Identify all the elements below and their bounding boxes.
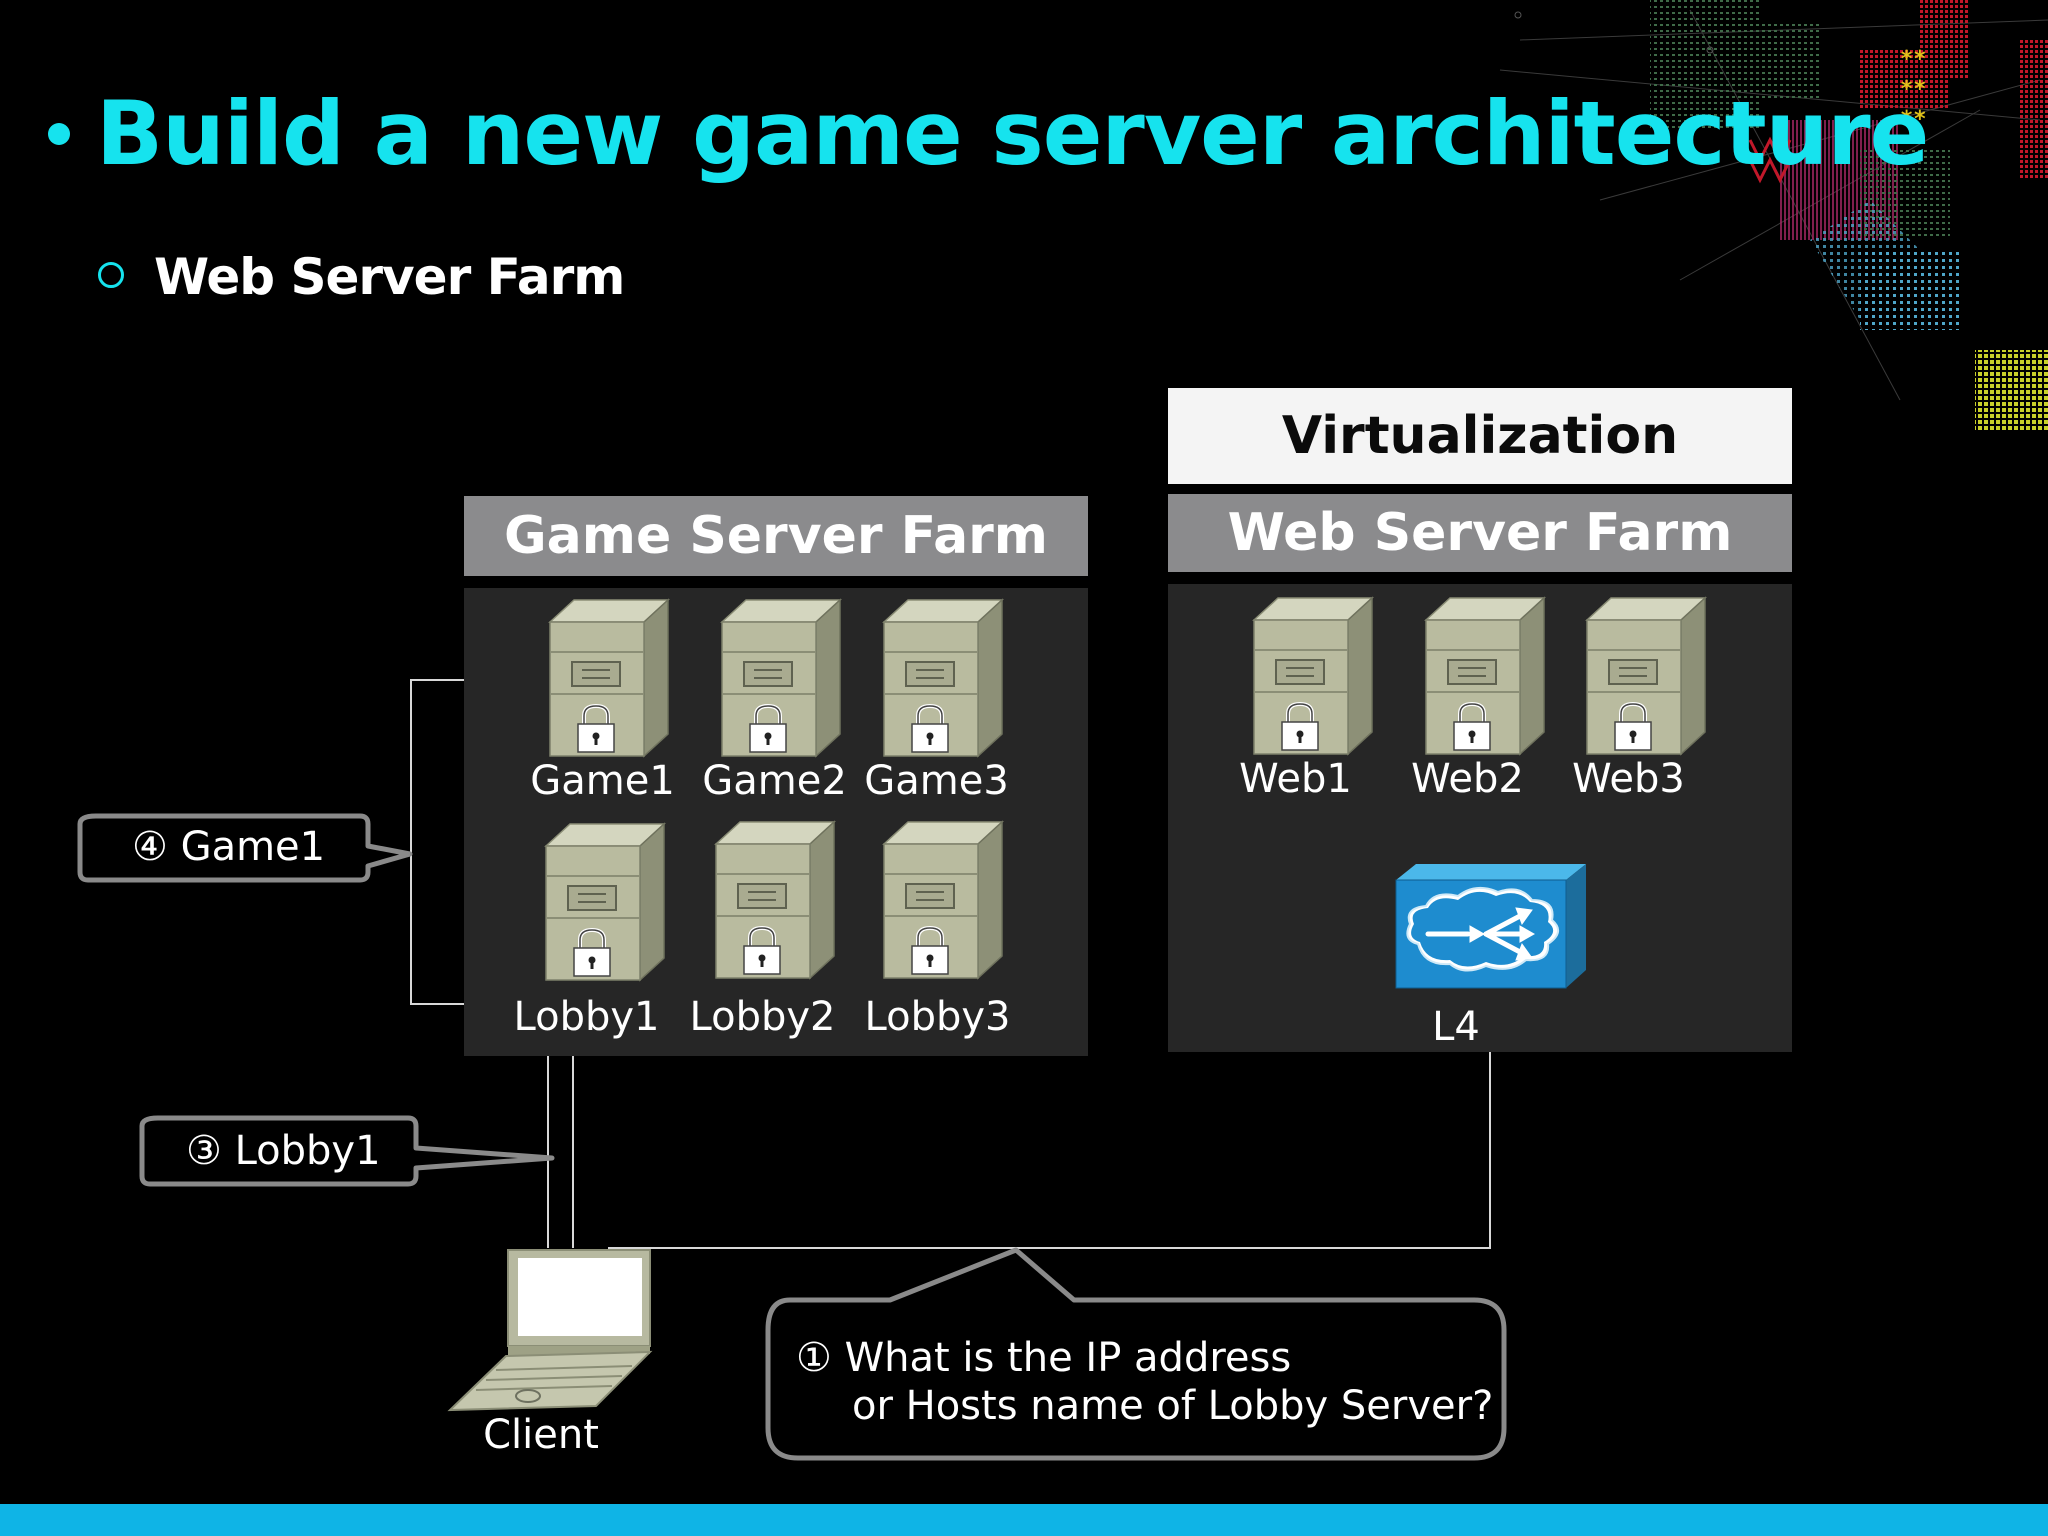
l4-label: L4 [1432,1004,1480,1050]
server-label-lobby3: Lobby3 [864,994,1011,1040]
server-icon-game3 [882,598,1004,758]
bottom-accent-bar [0,1504,2048,1536]
server-icon-web2 [1424,596,1546,756]
lock-icon [1281,701,1319,751]
callout-question-line1: ① What is the IP address [796,1335,1292,1381]
server-icon-web1 [1252,596,1374,756]
circle-bullet-icon [98,261,124,288]
lock-icon [911,925,949,975]
slide-subtitle: Web Server Farm [98,248,625,306]
decorative-corner-graphic: ** ** ** [1499,0,2048,430]
server-icon-lobby2 [714,820,836,980]
game-farm-header: Game Server Farm [464,496,1088,576]
callout-question-line2: or Hosts name of Lobby Server? [852,1383,1494,1429]
lock-icon [577,703,615,753]
server-icon-game1 [548,598,670,758]
callout-question-shape [765,1247,1507,1461]
server-label-game3: Game3 [864,758,1009,804]
lock-icon [749,703,787,753]
virtualization-header: Virtualization [1168,388,1792,484]
web-farm-header: Web Server Farm [1168,494,1792,572]
callout-game1: ④ Game1 [132,824,326,870]
server-label-lobby2: Lobby2 [689,994,836,1040]
bullet-icon [48,123,70,146]
svg-text:**: ** [1900,77,1927,102]
lock-icon [1614,701,1652,751]
server-label-lobby1: Lobby1 [513,994,660,1040]
server-icon-lobby1 [544,822,666,982]
lock-icon [573,927,611,977]
router-icon [1395,864,1586,989]
callout-lobby1-shape [139,1115,555,1187]
lock-icon [1453,701,1491,751]
callout-lobby1: ③ Lobby1 [186,1128,381,1174]
slide-subtitle-text: Web Server Farm [154,248,625,306]
slide-title-text: Build a new game server architecture [96,82,1929,185]
svg-text:**: ** [1900,107,1927,132]
server-label-game2: Game2 [702,758,847,804]
lock-icon [911,703,949,753]
laptop-icon [447,1249,653,1412]
server-label-web1: Web1 [1239,756,1352,802]
server-icon-lobby3 [882,820,1004,980]
server-label-web2: Web2 [1411,756,1524,802]
client-label: Client [483,1412,599,1458]
server-label-game1: Game1 [530,758,675,804]
slide-title: Build a new game server architecture [48,82,1929,185]
server-icon-web3 [1585,596,1707,756]
lock-icon [743,925,781,975]
server-label-web3: Web3 [1572,756,1685,802]
svg-text:**: ** [1900,47,1927,72]
server-icon-game2 [720,598,842,758]
callout-game1-shape [77,813,413,883]
